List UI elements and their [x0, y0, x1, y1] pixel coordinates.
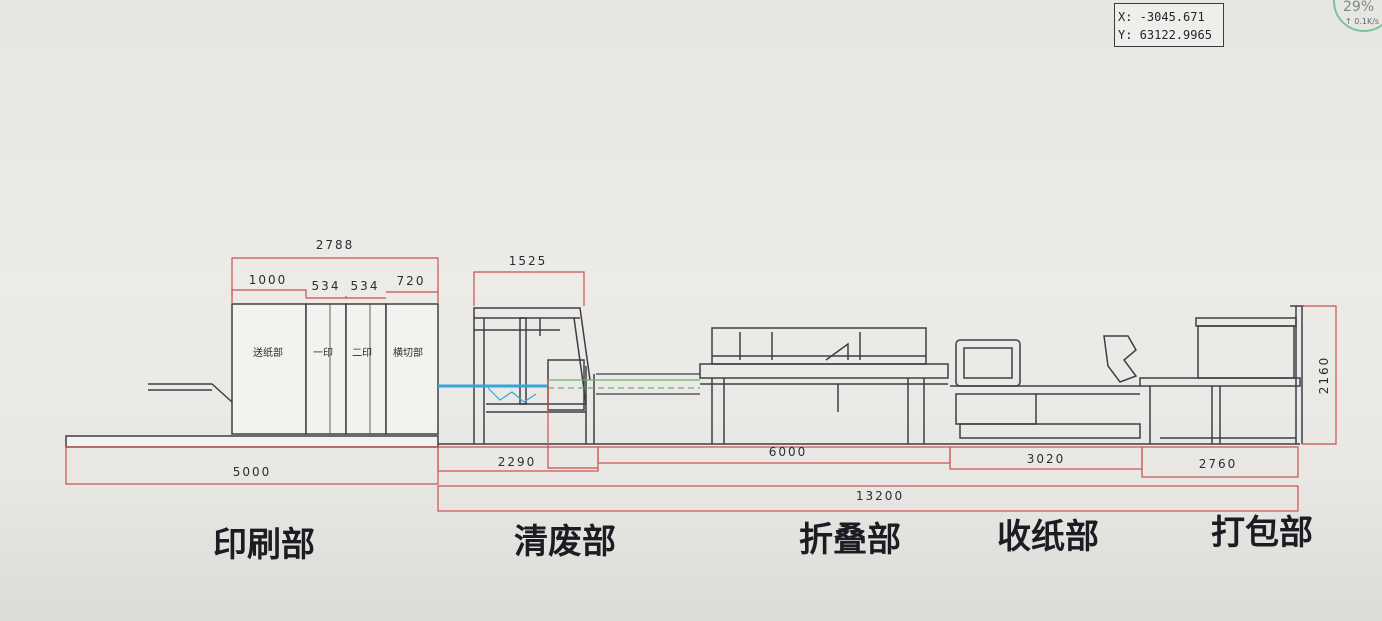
cross-cut-unit — [385, 303, 439, 435]
waste-section — [473, 307, 595, 444]
dim-waste-len: 2290 — [498, 455, 537, 469]
base-rail — [65, 435, 439, 448]
collecting-section — [950, 335, 1141, 439]
section-waste: 清废部 — [514, 522, 616, 562]
dim-total-len: 13200 — [856, 489, 904, 503]
network-speed: ↑ 0.1K/s — [1345, 17, 1380, 26]
dim-height: 2160 — [1317, 356, 1331, 395]
coord-y: Y: 63122.9965 — [1118, 28, 1212, 42]
coord-x: X: -3045.671 — [1118, 10, 1205, 24]
label-unit1: 一印 — [313, 347, 333, 359]
print-unit-1 — [305, 303, 347, 435]
dim-waste-top: 1525 — [509, 254, 548, 268]
coordinate-readout: X: -3045.671 Y: 63122.9965 — [1114, 3, 1224, 47]
network-percent: 29% — [1343, 0, 1375, 15]
dim-feed: 1000 — [249, 273, 288, 287]
feeder-unit — [231, 303, 307, 435]
dim-print-len: 5000 — [233, 465, 272, 479]
dim-cut: 720 — [397, 274, 426, 288]
section-collect: 收纸部 — [997, 517, 1099, 557]
dim-fold-len: 6000 — [769, 445, 808, 459]
print-dimension-lines — [65, 257, 1299, 512]
dim-collect-len: 3020 — [1027, 452, 1066, 466]
packing-section — [1139, 305, 1304, 444]
print-unit-2 — [345, 303, 387, 435]
label-feed: 送纸部 — [253, 346, 283, 359]
feed-tray — [148, 383, 233, 403]
label-cut: 横切部 — [393, 346, 423, 359]
dim-unit2: 534 — [351, 279, 380, 293]
section-fold: 折叠部 — [799, 520, 901, 560]
waste-conveyor — [438, 373, 700, 403]
printing-section — [148, 303, 439, 435]
section-print: 印刷部 — [213, 525, 315, 565]
section-pack: 打包部 — [1211, 513, 1313, 553]
dim-pack-len: 2760 — [1199, 457, 1238, 471]
waste-dimension-lines — [437, 271, 599, 472]
pack-dimension-lines — [1141, 305, 1337, 478]
folding-section — [699, 327, 949, 444]
dim-unit1: 534 — [312, 279, 341, 293]
label-unit2: 二印 — [352, 347, 372, 359]
dim-top-total: 2788 — [316, 238, 355, 252]
